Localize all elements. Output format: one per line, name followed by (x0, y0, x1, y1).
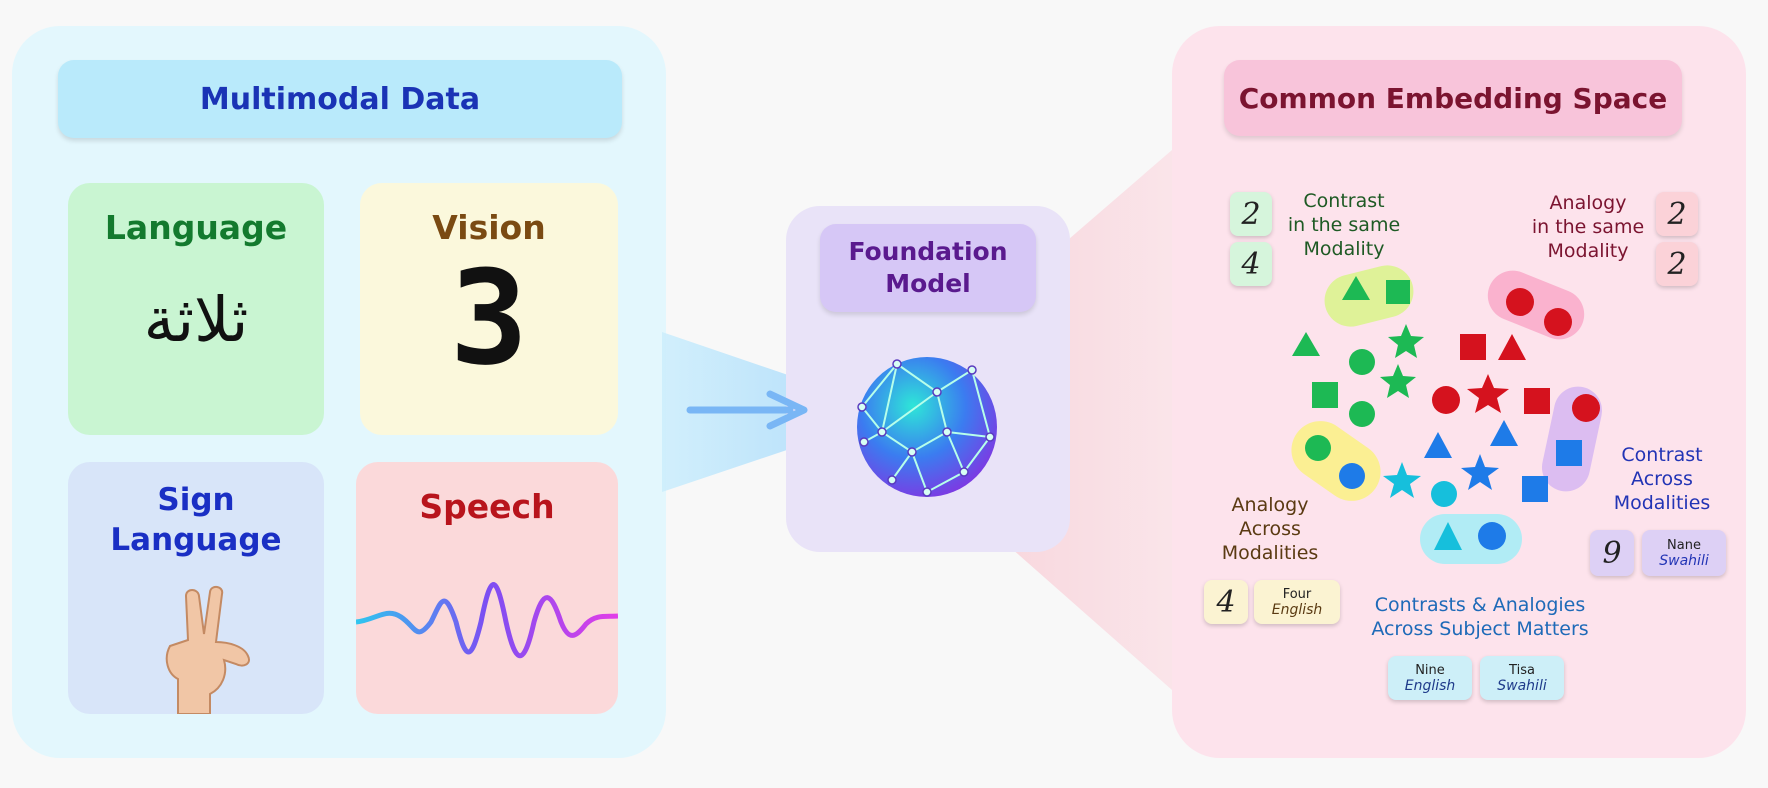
digit-two-chip: 2 (1656, 242, 1698, 286)
vision-tile: Vision 3 (360, 183, 618, 435)
digit-two-chip: 2 (1656, 192, 1698, 236)
speech-tile: Speech (356, 462, 618, 714)
contrast-across-modalities-label: Contrast Across Modalities (1613, 444, 1711, 514)
chip-word: Nine (1415, 662, 1445, 678)
speech-label: Speech (419, 487, 555, 526)
foundation-model-title: Foundation Model (820, 224, 1036, 312)
language-tile: Language ثلاثة (68, 183, 324, 435)
handwritten-digit: 3 (449, 242, 529, 394)
digit-four-chip: 4 (1230, 242, 1272, 286)
digit-nine-chip: 9 (1590, 530, 1634, 576)
arrow-right-icon (686, 390, 808, 430)
subject-matters-group (1420, 514, 1522, 564)
chip-language: Swahili (1497, 677, 1547, 694)
speech-waveform-icon (356, 582, 618, 658)
chip-language: English (1404, 677, 1456, 694)
analogy-same-modality-label: Analogy in the same Modality (1531, 192, 1645, 262)
sign-language-tile: Sign Language (68, 462, 324, 714)
neural-network-globe-icon (857, 357, 997, 497)
chip-language: English (1271, 601, 1323, 618)
analogy-same-modality-group (1487, 270, 1585, 340)
digit-two-chip: 2 (1230, 192, 1272, 236)
language-label: Language (104, 208, 288, 247)
analogy-across-modalities-group (1291, 421, 1381, 501)
green-cluster (1292, 276, 1424, 461)
blue-cluster (1339, 420, 1582, 550)
digit-four-chip: 4 (1204, 580, 1248, 624)
chip-word: Tisa (1509, 662, 1535, 678)
vision-label: Vision (432, 208, 546, 247)
embedding-space-title: Common Embedding Space (1224, 60, 1682, 136)
chip-language: Swahili (1659, 552, 1709, 569)
cyan-cluster (1383, 462, 1462, 550)
hand-sign-icon (165, 586, 250, 714)
analogy-across-modalities-label: Analogy Across Modalities (1221, 494, 1319, 564)
sign-language-label: Sign Language (110, 482, 282, 559)
embedding-scatter (1291, 265, 1603, 564)
word-chip-nane: Nane Swahili (1642, 530, 1726, 576)
subject-matters-label: Contrasts & Analogies Across Subject Mat… (1371, 594, 1589, 640)
embedding-space-panel (1172, 26, 1746, 758)
word-chip-tisa: Tisa Swahili (1480, 656, 1564, 700)
contrast-same-modality-label: Contrast in the same Modality (1287, 190, 1401, 260)
arabic-word: ثلاثة (143, 283, 249, 356)
word-chip-four: Four English (1254, 580, 1340, 624)
word-chip-nine: Nine English (1388, 656, 1472, 700)
multimodal-data-title: Multimodal Data (58, 60, 622, 138)
chip-word: Four (1282, 586, 1312, 602)
red-cluster (1432, 288, 1600, 422)
chip-word: Nane (1667, 537, 1701, 553)
